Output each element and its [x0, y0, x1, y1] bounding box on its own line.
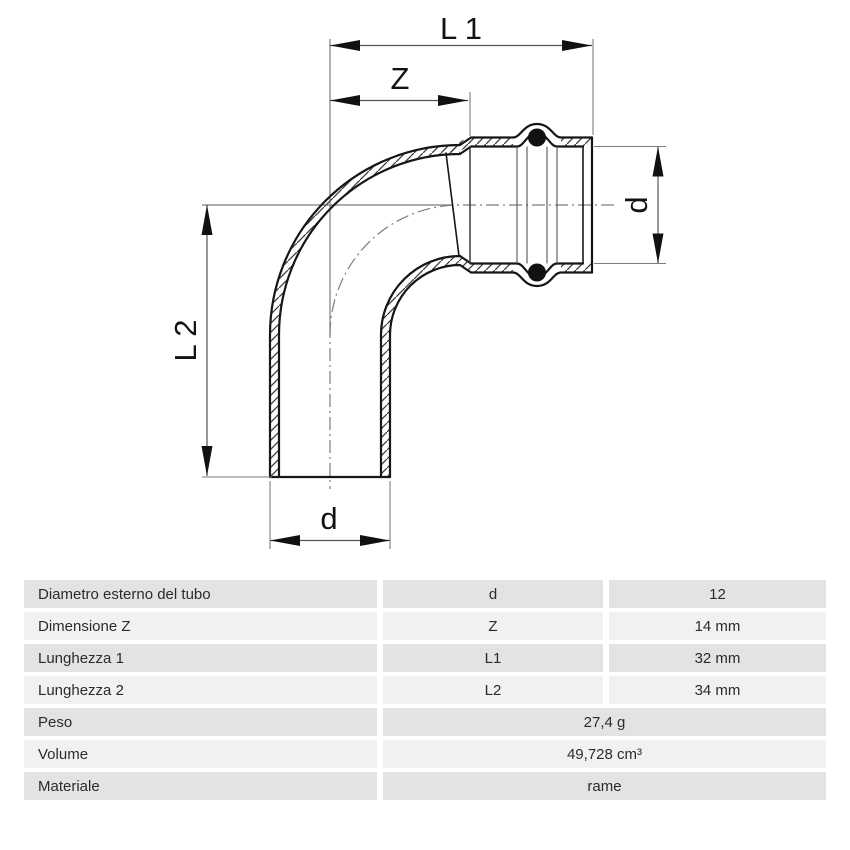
spec-label: Peso: [24, 708, 377, 736]
spec-table: Diametro esterno del tubo d 12 Dimension…: [24, 580, 826, 804]
dimension-l1: L 1: [330, 11, 594, 135]
spec-value: 12: [609, 580, 826, 608]
spec-row-lunghezza-1: Lunghezza 1 L1 32 mm: [24, 644, 826, 672]
dim-label-z: Z: [391, 61, 410, 96]
dimension-d-right: d: [594, 145, 666, 265]
spec-symbol: L1: [383, 644, 603, 672]
spec-label: Dimensione Z: [24, 612, 377, 640]
dim-label-l2: L 2: [168, 320, 203, 362]
spec-label: Materiale: [24, 772, 377, 800]
spec-label: Diametro esterno del tubo: [24, 580, 377, 608]
dimension-d-bottom: d: [269, 481, 391, 549]
spec-symbol: d: [383, 580, 603, 608]
spec-row-lunghezza-2: Lunghezza 2 L2 34 mm: [24, 676, 826, 704]
spec-label: Volume: [24, 740, 377, 768]
o-ring-top: [528, 128, 546, 147]
spec-value: 49,728 cm³: [383, 740, 826, 768]
dim-label-d-right: d: [619, 196, 654, 213]
press-socket-details: [445, 145, 584, 265]
spec-label: Lunghezza 1: [24, 644, 377, 672]
dimension-z: Z: [330, 61, 471, 136]
spec-label: Lunghezza 2: [24, 676, 377, 704]
dim-label-l1: L 1: [440, 11, 482, 46]
dimension-l2: L 2: [168, 205, 272, 478]
spec-symbol: L2: [383, 676, 603, 704]
dim-label-d-bottom: d: [320, 501, 337, 536]
spec-value: 32 mm: [609, 644, 826, 672]
spec-value: rame: [383, 772, 826, 800]
o-ring-bottom: [528, 263, 546, 282]
spec-value: 34 mm: [609, 676, 826, 704]
spec-row-peso: Peso 27,4 g: [24, 708, 826, 736]
technical-drawing: L 1 Z L 2 d: [168, 11, 666, 549]
spec-value: 27,4 g: [383, 708, 826, 736]
spec-row-diametro: Diametro esterno del tubo d 12: [24, 580, 826, 608]
spec-row-materiale: Materiale rame: [24, 772, 826, 800]
spec-value: 14 mm: [609, 612, 826, 640]
spec-row-dimensione-z: Dimensione Z Z 14 mm: [24, 612, 826, 640]
spec-row-volume: Volume 49,728 cm³: [24, 740, 826, 768]
pipe-wall-hatching: [270, 137, 592, 477]
elbow-body: [268, 122, 594, 479]
spec-symbol: Z: [383, 612, 603, 640]
